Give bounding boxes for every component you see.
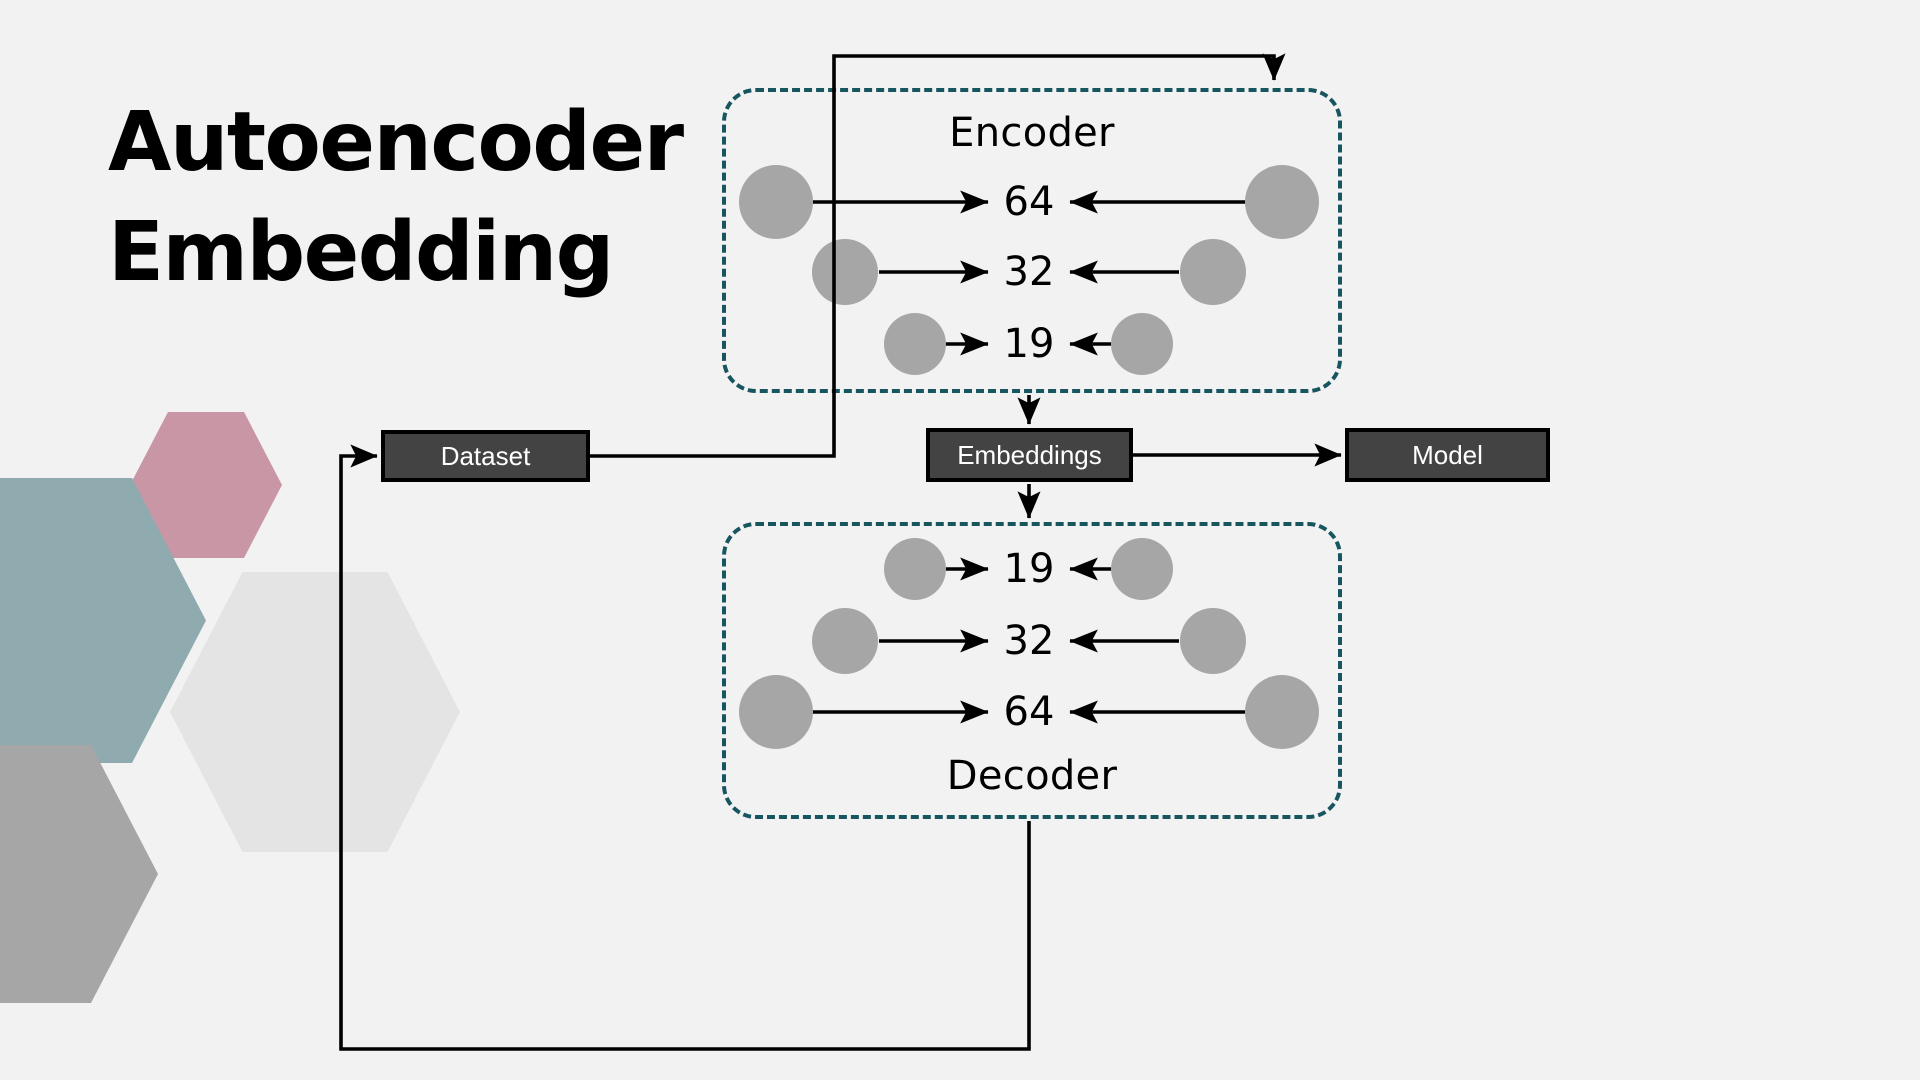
embeddings-box-label: Embeddings	[957, 439, 1102, 470]
decoder-group-label: Decoder	[946, 753, 1118, 799]
encoder-group-left-node-32	[812, 239, 878, 305]
decoder-group-right-node-32	[1180, 608, 1246, 674]
encoder-group-label: Encoder	[949, 110, 1115, 156]
decoder-group-left-node-64	[739, 675, 813, 749]
decoder-group-left-node-32	[812, 608, 878, 674]
embeddings-box[interactable]: Embeddings	[926, 428, 1133, 482]
encoder-group-right-node-32	[1180, 239, 1246, 305]
encoder-group-right-node-64	[1245, 165, 1319, 239]
encoder-group-layer-size: 64	[1003, 179, 1055, 225]
decoder-group-layer-size: 32	[1003, 618, 1055, 664]
hexagon-lightgray	[170, 572, 460, 852]
decoder-group-layer-size: 19	[1003, 546, 1055, 592]
encoder-group-left-node-64	[739, 165, 813, 239]
decoder-group-left-node-19	[884, 538, 946, 600]
model-box-label: Model	[1412, 439, 1483, 470]
encoder-group-layer-size: 32	[1003, 249, 1055, 295]
decoder-group-right-node-19	[1111, 538, 1173, 600]
encoder-group-right-node-19	[1111, 313, 1173, 375]
encoder-group-layer-size: 19	[1003, 321, 1055, 367]
model-box[interactable]: Model	[1345, 428, 1550, 482]
encoder-group-left-node-19	[884, 313, 946, 375]
hexagon-gray	[0, 745, 158, 1003]
dataset-box[interactable]: Dataset	[381, 430, 590, 482]
dataset-box-label: Dataset	[440, 440, 531, 471]
decoder-group-right-node-64	[1245, 675, 1319, 749]
decoder-group-layer-size: 64	[1003, 689, 1055, 735]
page-title: Autoencoder Embedding	[108, 95, 684, 300]
